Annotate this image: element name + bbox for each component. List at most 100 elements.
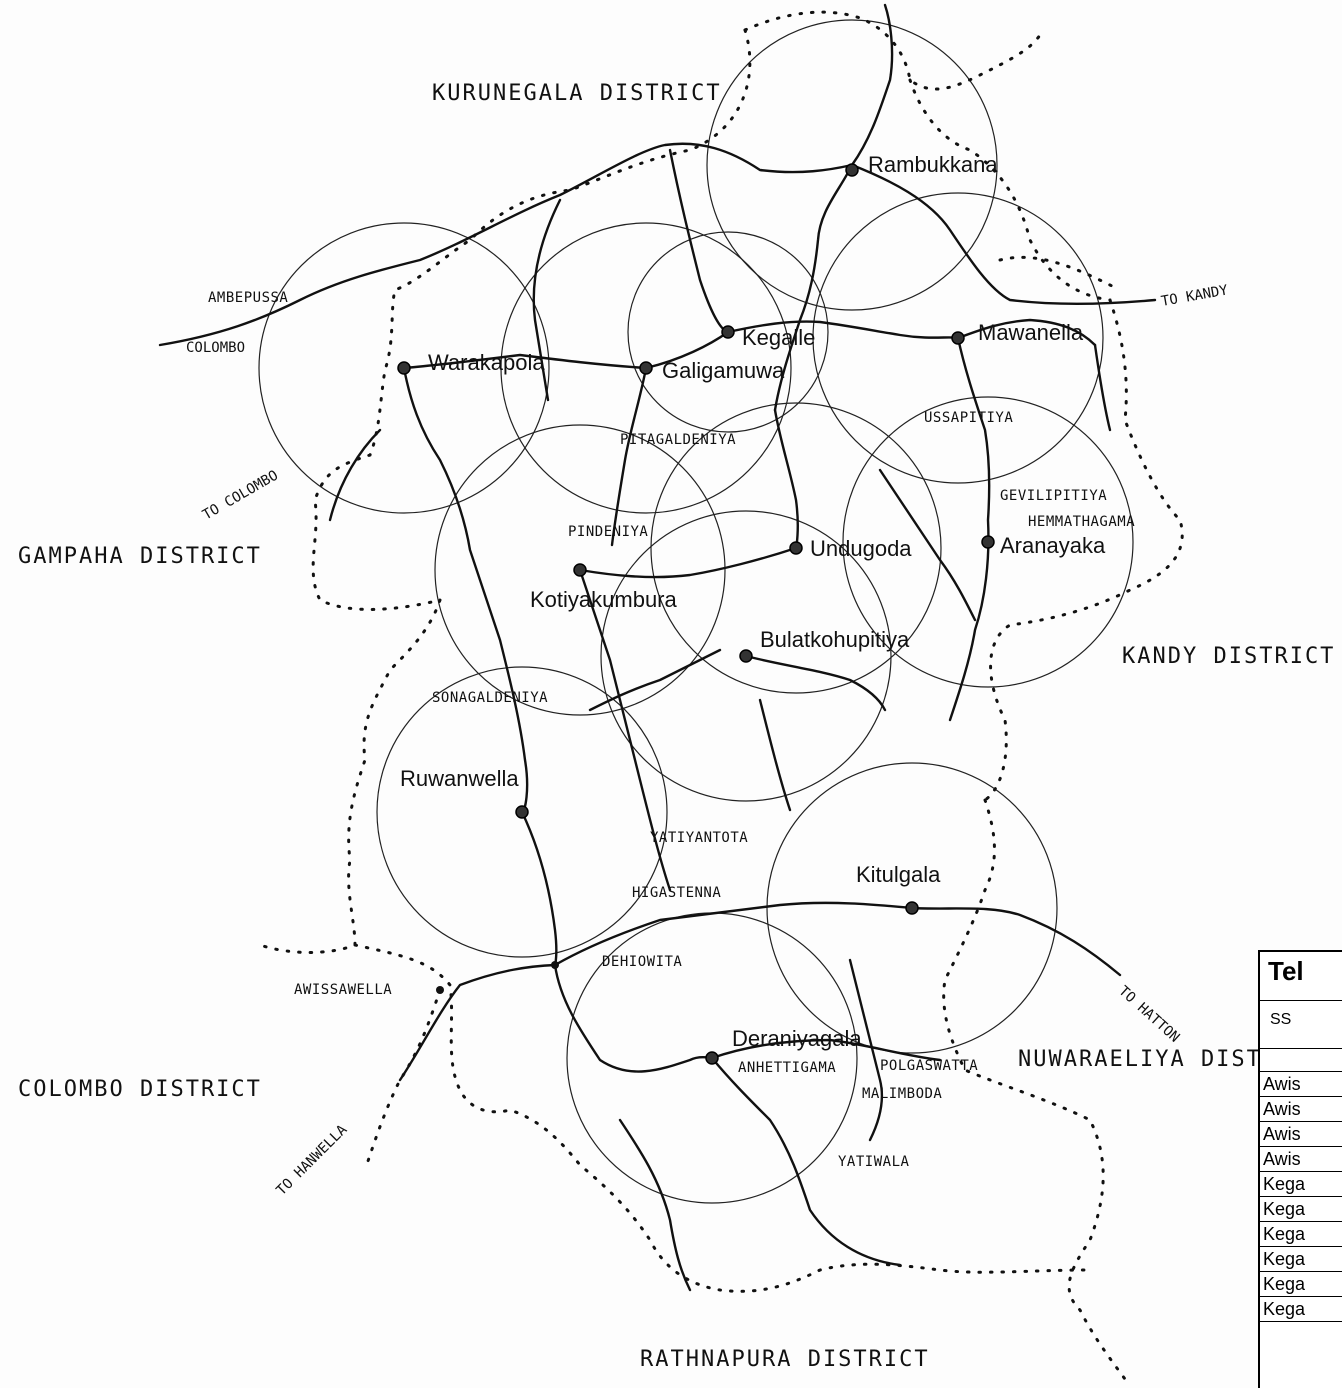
town-marker bbox=[639, 361, 653, 375]
coverage-circle-undugoda bbox=[650, 402, 942, 694]
table-header: SS bbox=[1260, 1001, 1342, 1049]
route-label-to-kandy: TO KANDY bbox=[1160, 282, 1230, 310]
place-label-yatiyantota: YATIYANTOTA bbox=[650, 830, 748, 846]
road bbox=[726, 318, 1097, 347]
town-marker bbox=[573, 563, 587, 577]
town-marker bbox=[515, 805, 529, 819]
place-label-gevilipitiya: GEVILIPITIYA bbox=[1000, 488, 1107, 504]
boundary-east-top bbox=[998, 255, 1122, 292]
district-label-nuwaraeliya: NUWARAELIYA DISTR bbox=[1018, 1047, 1277, 1072]
coverage-circle-kotiyakumbura bbox=[434, 424, 726, 716]
road bbox=[710, 1038, 942, 1062]
table-row: Kega bbox=[1260, 1247, 1342, 1272]
table-row: Awis bbox=[1260, 1147, 1342, 1172]
road bbox=[578, 568, 672, 892]
road bbox=[398, 963, 557, 1082]
place-label-higastenna: HIGASTENNA bbox=[632, 885, 721, 901]
route-label-to-hanwella: TO HANWELLA bbox=[274, 1122, 351, 1199]
coverage-circle-kegalle bbox=[627, 231, 829, 433]
table-row: Kega bbox=[1260, 1172, 1342, 1197]
town-label-bulatkohupitiya: Bulatkohupitiya bbox=[760, 627, 910, 652]
place-label-anhettigama: ANHETTIGAMA bbox=[738, 1060, 836, 1076]
table-gap bbox=[1260, 1049, 1342, 1072]
place-label-dehiowita: DEHIOWITA bbox=[602, 954, 682, 970]
road bbox=[328, 428, 382, 522]
place-label-pindeniya: PINDENIYA bbox=[568, 524, 648, 540]
table-row: Kega bbox=[1260, 1297, 1342, 1322]
road bbox=[848, 958, 884, 1142]
place-label-pitagaldeniya: PITAGALDENIYA bbox=[620, 432, 736, 448]
road bbox=[850, 163, 1157, 305]
boundary-line bbox=[743, 10, 1184, 1386]
coverage-circles bbox=[258, 19, 1134, 1204]
table-row: Awis bbox=[1260, 1072, 1342, 1097]
road bbox=[850, 3, 894, 167]
route-label-colombo: COLOMBO bbox=[186, 340, 245, 356]
town-marker bbox=[739, 649, 753, 663]
coverage-circle-aranayaka bbox=[842, 396, 1134, 688]
coverage-circle-galigamuwa bbox=[500, 222, 792, 514]
district-label-kurunegala: KURUNEGALA DISTRICT bbox=[432, 81, 722, 106]
telephone-exchange-table: Tel SS Awis Awis Awis Awis Kega Kega Keg… bbox=[1258, 950, 1342, 1388]
place-label-ussapitiya: USSAPITIYA bbox=[924, 410, 1013, 426]
table-row: Kega bbox=[1260, 1272, 1342, 1297]
road bbox=[532, 198, 562, 402]
road bbox=[588, 648, 722, 712]
coverage-circle-rambukkana bbox=[706, 19, 998, 311]
town-marker bbox=[905, 901, 919, 915]
place-label-yatiwala: YATIWALA bbox=[838, 1154, 910, 1170]
town-marker bbox=[951, 331, 965, 345]
town-markers bbox=[397, 163, 995, 1065]
district-label-rathnapura: RATHNAPURA DISTRICT bbox=[640, 1347, 930, 1372]
town-label-galigamuwa: Galigamuwa bbox=[662, 358, 785, 383]
road bbox=[744, 654, 887, 712]
coverage-circle-bulatkohupitiya bbox=[600, 510, 892, 802]
town-label-kegalle: Kegalle bbox=[742, 325, 815, 350]
place-labels: AMBEPUSSA PITAGALDENIYA USSAPITIYA GEVIL… bbox=[208, 290, 1135, 1170]
place-label-awissawella: AWISSAWELLA bbox=[294, 982, 392, 998]
town-label-kotiyakumbura: Kotiyakumbura bbox=[530, 587, 678, 612]
coverage-circle-kitulgala bbox=[766, 762, 1058, 1054]
coverage-circle-ruwanwella bbox=[376, 666, 668, 958]
town-label-aranayaka: Aranayaka bbox=[1000, 533, 1106, 558]
road bbox=[618, 1118, 692, 1292]
place-label-sonagaldeniya: SONAGALDENIYA bbox=[432, 690, 548, 706]
road bbox=[758, 698, 792, 812]
place-marker bbox=[436, 986, 444, 994]
road bbox=[578, 408, 799, 579]
town-label-mawanella: Mawanella bbox=[978, 320, 1084, 345]
place-label-ambepussa: AMBEPUSSA bbox=[208, 290, 288, 306]
town-marker bbox=[981, 535, 995, 549]
town-labels: Rambukkana Kegalle Mawanella Warakapola … bbox=[400, 152, 1106, 1051]
road bbox=[878, 468, 977, 622]
table-title: Tel bbox=[1260, 952, 1342, 1001]
table-row: Kega bbox=[1260, 1197, 1342, 1222]
place-label-hemmathagama: HEMMATHAGAMA bbox=[1028, 514, 1135, 530]
road bbox=[158, 142, 854, 347]
town-label-undugoda: Undugoda bbox=[810, 536, 912, 561]
place-label-polgaswatta: POLGASWATTA bbox=[880, 1058, 978, 1074]
route-label-to-colombo: TO COLOMBO bbox=[200, 467, 281, 523]
coverage-circle-mawanella bbox=[812, 192, 1104, 484]
town-marker bbox=[397, 361, 411, 375]
route-label-to-hatton: TO HATTON bbox=[1115, 983, 1182, 1046]
town-label-rambukkana: Rambukkana bbox=[868, 152, 998, 177]
town-label-deraniyagala: Deraniyagala bbox=[732, 1026, 862, 1051]
table-row: Kega bbox=[1260, 1222, 1342, 1247]
place-marker bbox=[551, 961, 559, 969]
district-label-colombo: COLOMBO DISTRICT bbox=[18, 1077, 262, 1102]
place-label-malimboda: MALIMBODA bbox=[862, 1086, 942, 1102]
road bbox=[948, 336, 991, 722]
town-marker bbox=[721, 325, 735, 339]
district-label-gampaha: GAMPAHA DISTRICT bbox=[18, 544, 262, 569]
road bbox=[553, 963, 714, 1073]
coverage-circle-warakapola bbox=[258, 222, 550, 514]
district-boundary bbox=[258, 10, 1184, 1386]
boundary-colombo bbox=[363, 988, 442, 1172]
district-label-kandy: KANDY DISTRICT bbox=[1122, 644, 1335, 669]
town-marker bbox=[789, 541, 803, 555]
town-label-kitulgala: Kitulgala bbox=[856, 862, 941, 887]
table-row: Awis bbox=[1260, 1097, 1342, 1122]
road bbox=[1093, 343, 1112, 432]
